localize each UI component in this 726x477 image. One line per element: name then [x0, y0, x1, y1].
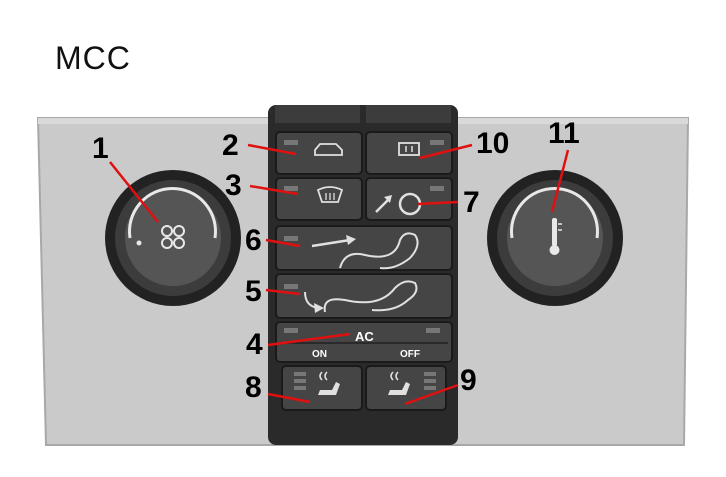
rear-defrost-icon [398, 142, 420, 156]
windshield-defrost-button[interactable] [275, 177, 363, 221]
callout-line-8 [267, 392, 311, 404]
auto-circle-icon [375, 192, 422, 216]
seat-heater-left-icon [318, 371, 340, 395]
callout-4: 4 [246, 328, 263, 361]
callout-line-2 [247, 143, 297, 156]
callout-line-5 [265, 288, 301, 296]
callout-9: 9 [460, 364, 477, 397]
rear-defrost-button[interactable] [365, 131, 453, 175]
seat-heater-left-button[interactable] [281, 365, 363, 411]
callout-line-1 [109, 161, 159, 223]
airflow-floor-icon [304, 280, 418, 313]
callout-line-11 [550, 149, 570, 213]
callout-line-10 [419, 143, 473, 160]
callout-2: 2 [222, 129, 239, 162]
callout-1: 1 [92, 132, 109, 165]
temperature-knob[interactable] [487, 170, 623, 306]
airflow-upper-button[interactable] [275, 225, 453, 271]
callout-6: 6 [245, 224, 262, 257]
callout-lines [109, 143, 570, 406]
ac-label: AC [355, 329, 374, 344]
callout-5: 5 [245, 275, 262, 308]
callout-8: 8 [245, 371, 262, 404]
seat-heater-right-icon [388, 371, 410, 395]
fan-icon [161, 225, 185, 249]
callout-line-3 [249, 184, 299, 196]
seat-heater-right-button[interactable] [365, 365, 447, 411]
callout-11: 11 [548, 117, 580, 150]
car-recirculation-icon [314, 143, 343, 156]
fan-knob[interactable] [105, 170, 241, 306]
callout-line-6 [265, 238, 301, 248]
recirculation-button[interactable] [275, 131, 363, 175]
ac-on-label: ON [312, 349, 327, 360]
callout-3: 3 [225, 169, 242, 202]
airflow-floor-button[interactable] [275, 273, 453, 319]
callout-10: 10 [476, 127, 509, 160]
ac-off-label: OFF [400, 349, 420, 360]
windshield-defrost-icon [316, 186, 344, 203]
diagram-title: MCC [55, 40, 131, 76]
callout-line-7 [417, 200, 459, 206]
auto-button[interactable] [365, 177, 453, 221]
callout-line-9 [404, 383, 459, 406]
callout-7: 7 [463, 186, 480, 219]
ac-button[interactable]: AC ON OFF [275, 321, 453, 363]
airflow-upper-icon [311, 232, 419, 270]
thermometer-icon [549, 218, 562, 255]
callout-line-4 [267, 332, 351, 347]
